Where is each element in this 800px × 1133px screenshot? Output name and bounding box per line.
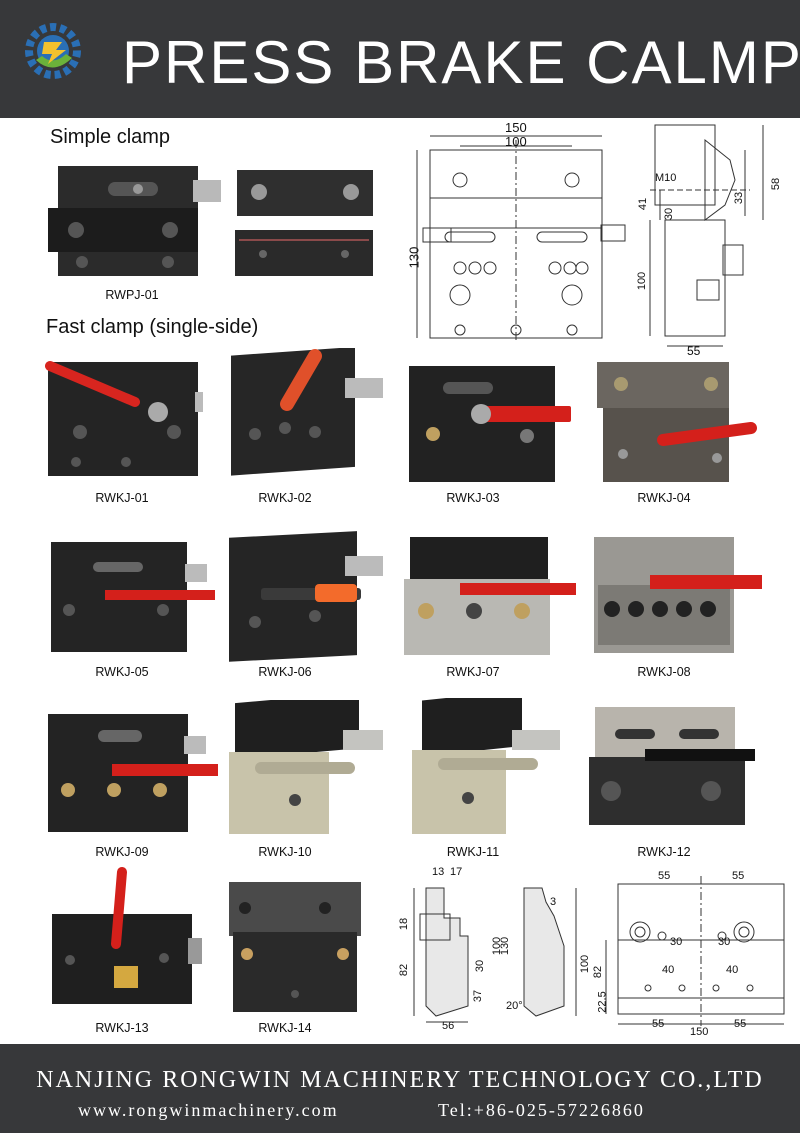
header-banner: PRESS BRAKE CALMP: [0, 0, 800, 118]
dim-130: 130: [499, 936, 512, 956]
product-photo-rwkj-07: [404, 537, 576, 655]
product-photo-rwkj-02: [231, 348, 383, 476]
dim-3: 3: [550, 896, 557, 908]
caption-rwpj-01: RWPJ-01: [105, 288, 159, 302]
caption-rwkj-12: RWKJ-12: [637, 845, 691, 859]
product-photo-rwkj-12: [589, 707, 755, 825]
dim-37: 37: [472, 989, 485, 1003]
caption-rwkj-01: RWKJ-01: [95, 491, 149, 505]
product-photo-rwkj-03: [409, 366, 571, 482]
caption-rwkj-14: RWKJ-14: [258, 1021, 312, 1035]
technical-drawing-rwkj-labels: 13 17 18 82 30 100 37 56 20° 3 130 100 5…: [396, 866, 800, 1038]
product-photo-rwkj-01: [45, 361, 203, 476]
caption-rwkj-06: RWKJ-06: [258, 665, 312, 679]
caption-rwkj-04: RWKJ-04: [637, 491, 691, 505]
caption-rwkj-11: RWKJ-11: [446, 845, 500, 859]
dim-58: 58: [770, 177, 783, 191]
product-photo-rwkj-14: [229, 882, 361, 1012]
caption-rwkj-10: RWKJ-10: [258, 845, 312, 859]
caption-rwkj-08: RWKJ-08: [637, 665, 691, 679]
caption-rwkj-02: RWKJ-02: [258, 491, 312, 505]
dim-22-5: 22.5: [596, 991, 609, 1013]
technical-drawing-rwpj: [416, 124, 764, 347]
dim-13: 13: [432, 866, 445, 878]
caption-rwkj-13: RWKJ-13: [95, 1021, 149, 1035]
dim-40-left: 40: [662, 964, 675, 976]
dim-82: 82: [398, 963, 411, 977]
caption-rwkj-05: RWKJ-05: [95, 665, 149, 679]
dim-55: 55: [687, 344, 701, 358]
dim-right-82: 82: [592, 965, 605, 979]
dim-150: 150: [505, 120, 527, 135]
dim-30-left: 30: [670, 936, 683, 948]
telephone-text: Tel:+86-025-57226860: [438, 1100, 645, 1120]
technical-drawing-rwkj: [413, 876, 785, 1026]
dim-33: 33: [733, 191, 746, 205]
dim-18: 18: [398, 917, 411, 931]
caption-rwkj-03: RWKJ-03: [446, 491, 500, 505]
product-photo-rwkj-10: [229, 700, 383, 834]
section-fast-clamp: Fast clamp (single-side): [46, 316, 259, 338]
footer-banner: [0, 1044, 800, 1133]
caption-rwkj-07: RWKJ-07: [446, 665, 500, 679]
dim-56: 56: [442, 1020, 455, 1032]
dim-30: 30: [663, 207, 676, 221]
dim-55-bottom-right: 55: [734, 1018, 747, 1030]
product-photo-rwkj-13: [52, 867, 202, 1004]
dim-30: 30: [474, 959, 487, 973]
dim-55-top-left: 55: [658, 870, 671, 882]
dim-130: 130: [406, 246, 422, 269]
caption-rwkj-09: RWKJ-09: [95, 845, 149, 859]
dim-m10: M10: [655, 172, 677, 184]
dim-40-right: 40: [726, 964, 739, 976]
technical-drawing-rwpj-labels: 150 100 130 M10 41 30 33 58 100 55: [405, 120, 800, 360]
product-photo-rwkj-06: [229, 531, 383, 662]
page-title: PRESS BRAKE CALMP: [122, 29, 800, 96]
product-photo-rwkj-11: [412, 698, 560, 834]
dim-side-100: 100: [636, 271, 649, 291]
product-photo-rwkj-08: [594, 537, 762, 653]
section-simple-clamp: Simple clamp: [50, 126, 171, 148]
product-photo-rwkj-09: [48, 714, 218, 832]
company-logo: [25, 23, 81, 79]
dim-41: 41: [637, 197, 650, 211]
product-photo-rwkj-04: [597, 362, 757, 482]
dim-55-bottom-left: 55: [652, 1018, 665, 1030]
product-photo-rwpj-01a: [48, 166, 221, 276]
product-photo-rwkj-05: [51, 542, 215, 652]
dim-30-right: 30: [718, 936, 731, 948]
product-photo-rwpj-01b: [235, 170, 373, 276]
dim-20deg: 20°: [506, 1000, 523, 1012]
dim-mid-100: 100: [579, 954, 592, 974]
dim-17: 17: [450, 866, 463, 878]
company-name: NANJING RONGWIN MACHINERY TECHNOLOGY CO.…: [36, 1067, 764, 1093]
website-text: www.rongwinmachinery.com: [78, 1100, 339, 1120]
dim-150: 150: [690, 1026, 709, 1038]
dim-100: 100: [505, 134, 527, 149]
dim-55-top-right: 55: [732, 870, 745, 882]
